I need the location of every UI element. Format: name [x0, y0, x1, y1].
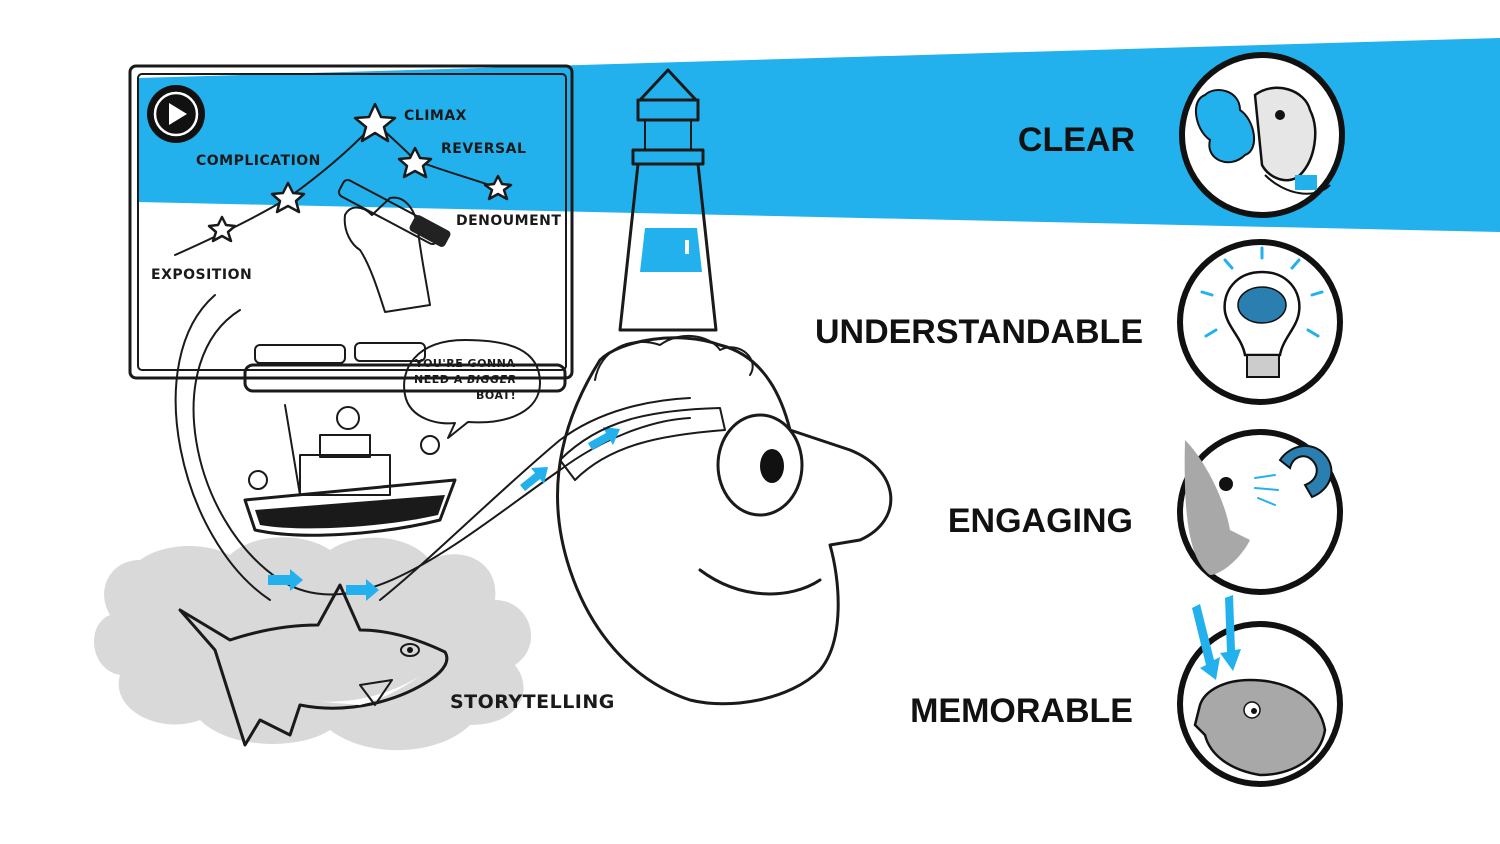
quality-label-understandable: UNDERSTANDABLE	[815, 313, 1143, 351]
quality-engaging	[1177, 429, 1343, 595]
head-arrows-icon	[1193, 678, 1327, 777]
quality-label-clear: CLEAR	[1018, 121, 1135, 159]
quality-memorable	[1177, 595, 1343, 787]
label-climax: CLIMAX	[404, 108, 467, 124]
face-with-cloud-icon	[1194, 86, 1331, 195]
light-beam	[138, 38, 1500, 232]
magnet-eye-icon	[1184, 440, 1333, 575]
shark-icon	[178, 583, 449, 747]
story-arc-stars	[207, 102, 513, 243]
boat-scene-icon	[243, 404, 457, 537]
lightbulb-brain-icon	[1200, 246, 1324, 378]
hand-with-marker-icon	[337, 178, 451, 313]
label-exposition: EXPOSITION	[151, 267, 252, 283]
speech-line-2: NEED A BIGGER	[414, 373, 517, 386]
label-reversal: REVERSAL	[441, 141, 526, 157]
speech-line-1: YOU'RE GONNA	[414, 357, 515, 370]
label-complication: COMPLICATION	[196, 153, 321, 169]
cloud-background	[93, 537, 532, 751]
quality-understandable	[1177, 239, 1343, 405]
play-icon[interactable]	[147, 85, 205, 143]
down-arrows-icon	[1192, 595, 1241, 680]
storytelling-label: STORYTELLING	[450, 691, 615, 713]
ribbon-arrows	[268, 427, 620, 601]
quality-label-engaging: ENGAGING	[948, 502, 1133, 540]
speech-line-3: BOAT!	[476, 389, 516, 402]
speech-bubble: YOU'RE GONNA NEED A BIGGER BOAT!	[403, 339, 541, 439]
label-denoument: DENOUMENT	[456, 213, 561, 229]
quality-label-memorable: MEMORABLE	[910, 692, 1133, 730]
lighthouse	[618, 68, 718, 332]
quality-clear	[1179, 52, 1345, 218]
head-icon	[556, 334, 893, 706]
